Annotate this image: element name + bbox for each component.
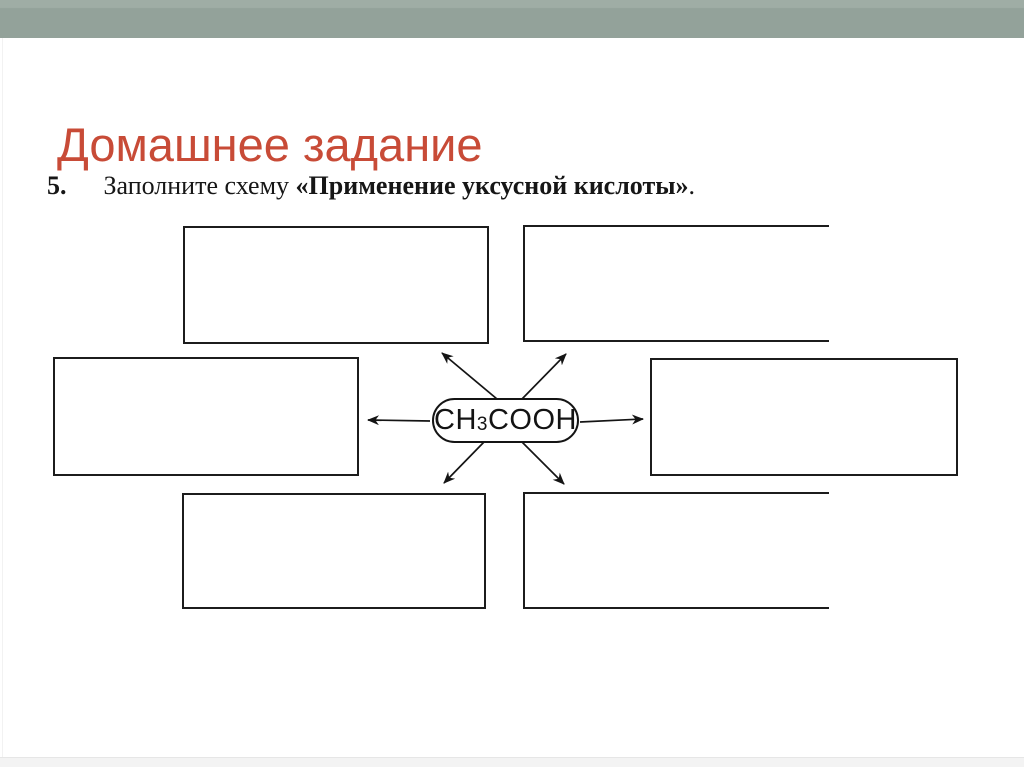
- arrow-center-to-top-left: [441, 352, 498, 400]
- formula-prefix: CH: [434, 404, 477, 436]
- answer-box-middle-left: [53, 357, 359, 476]
- exercise-text-period: .: [688, 171, 696, 200]
- slide-accent-bar: [0, 0, 1024, 38]
- slide-title: Домашнее задание: [57, 118, 483, 172]
- exercise-number: 5.: [47, 171, 67, 200]
- arrow-center-to-bottom-right: [521, 441, 565, 485]
- arrow-center-to-middle-left: [367, 415, 431, 426]
- slide-bottom-strip: [0, 757, 1024, 767]
- arrow-center-to-top-right: [521, 353, 567, 400]
- exercise-text-bold: «Применение уксусной кислоты»: [295, 171, 689, 200]
- answer-box-middle-right: [650, 358, 958, 476]
- answer-box-bottom-left: [182, 493, 486, 609]
- answer-box-top-right: [523, 225, 829, 342]
- exercise-text-regular: Заполните схему: [103, 171, 296, 200]
- arrow-center-to-middle-right: [579, 414, 644, 425]
- arrow-center-to-bottom-left: [443, 441, 485, 484]
- answer-box-bottom-right: [523, 492, 829, 609]
- answer-box-top-left: [183, 226, 489, 344]
- exercise-text: 5. Заполните схему «Применение уксусной к…: [47, 170, 695, 202]
- formula-suffix: COOH: [487, 404, 577, 436]
- slide-left-edge-line: [2, 38, 3, 767]
